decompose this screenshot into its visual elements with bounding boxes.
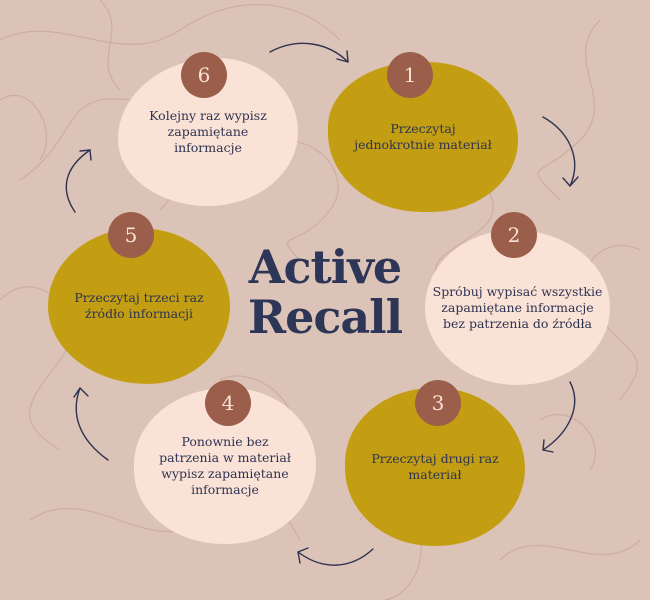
step-4-text: Ponownie bez patrzenia w materiał wypisz… [159,434,291,497]
step-1-text: Przeczytaj jednokrotnie materiał [354,121,492,152]
step-2-text: Spróbuj wypisać wszystkie zapamiętane in… [432,283,603,331]
title-line-1: Active [248,240,402,294]
diagram-title: Active Recall [225,242,425,342]
step-6-text: Kolejny raz wypisz zapamiętane informacj… [149,108,267,155]
step-6-number: 6 [181,52,227,98]
step-5-number: 5 [108,212,154,258]
step-2-number: 2 [491,212,537,258]
step-3-number: 3 [415,380,461,426]
step-5-text: Przeczytaj trzeci raz źródło informacji [74,290,204,321]
step-3-text: Przeczytaj drugi raz materiał [371,451,499,482]
step-1-number: 1 [387,52,433,98]
title-line-2: Recall [247,290,403,344]
step-3-blob: Przeczytaj drugi raz materiał [345,388,525,546]
step-4-number: 4 [205,380,251,426]
